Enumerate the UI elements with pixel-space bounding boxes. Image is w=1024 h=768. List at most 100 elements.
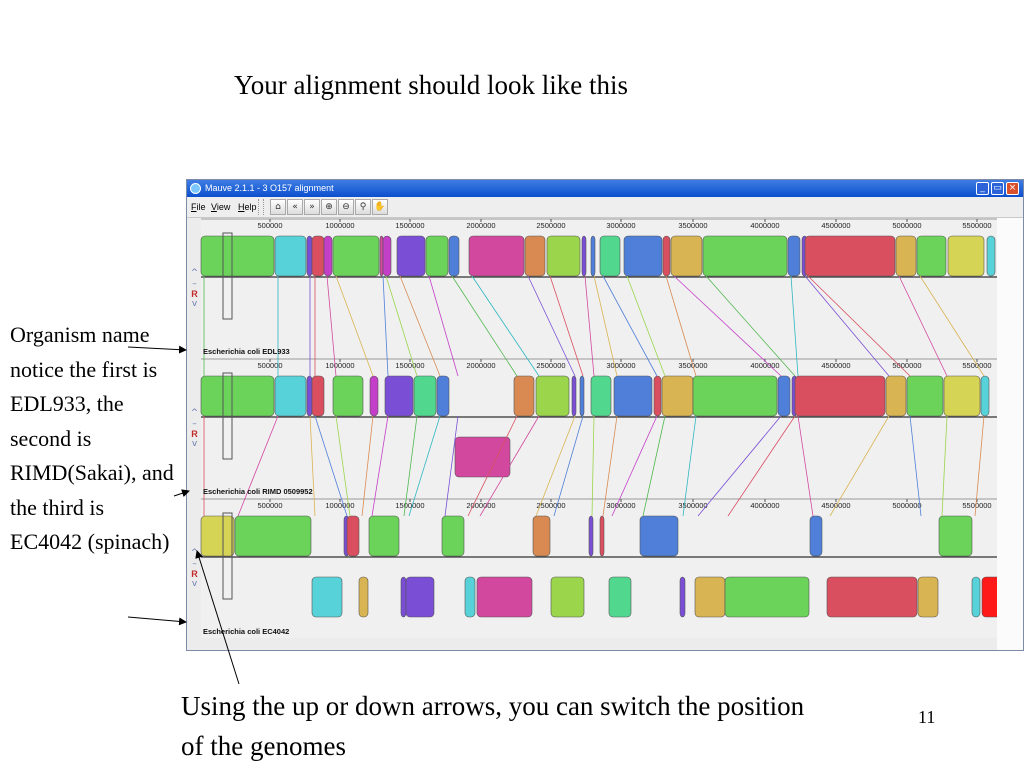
lcb-connector — [804, 275, 890, 377]
search-button[interactable]: ⚲ — [355, 199, 371, 215]
window-titlebar[interactable]: Mauve 2.1.1 - 3 O157 alignment _ ▭ × — [187, 180, 1023, 197]
lcb-block — [947, 235, 985, 277]
lcb-connector — [602, 415, 618, 517]
track-1-hide-button[interactable]: – — [192, 279, 197, 289]
menu-view[interactable]: View — [211, 202, 231, 212]
lcb-connector — [829, 415, 890, 517]
menu-help[interactable]: Help — [238, 202, 257, 212]
lcb-connector — [535, 415, 576, 517]
scroll-right-button[interactable]: » — [304, 199, 320, 215]
lcb-connector — [428, 275, 459, 377]
lcb-block — [425, 235, 449, 277]
lcb-block — [590, 235, 596, 277]
hand-tool-button[interactable]: ✋ — [372, 199, 388, 215]
track-1-reference-button[interactable]: R — [191, 289, 198, 299]
ruler-tick-label: 500000 — [257, 221, 282, 230]
ruler-tick-label: 3500000 — [678, 221, 707, 230]
back-icon: « — [292, 202, 298, 212]
maximize-button[interactable]: ▭ — [991, 182, 1004, 195]
lcb-connector — [727, 415, 796, 517]
lcb-connector — [403, 415, 418, 517]
lcb-block — [358, 576, 369, 618]
lcb-block — [369, 375, 379, 417]
lcb-block — [464, 576, 476, 618]
lcb-block — [943, 375, 981, 417]
lcb-block — [895, 235, 917, 277]
lcb-block — [809, 515, 823, 557]
lcb-block — [382, 235, 392, 277]
ruler-tick-label: 500000 — [257, 361, 282, 370]
lcb-connector — [335, 415, 351, 517]
lcb-block — [405, 576, 435, 618]
lcb-connector — [665, 275, 697, 377]
lcb-block — [639, 515, 679, 557]
lcb-connector — [408, 415, 441, 517]
lcb-connector — [326, 275, 337, 377]
arrow-to-track-3-name — [127, 616, 187, 626]
ruler-tick-label: 2000000 — [466, 501, 495, 510]
lcb-block — [532, 515, 551, 557]
lcb-block — [794, 375, 886, 417]
ruler-tick-label: 2500000 — [536, 221, 565, 230]
lcb-connector — [361, 415, 374, 517]
organism-name-note: Organism name notice the first is EDL933… — [10, 322, 174, 554]
lcb-block — [524, 235, 546, 277]
lcb-connector — [553, 415, 584, 517]
zoom-out-button[interactable]: ⊖ — [338, 199, 354, 215]
toolbar-grip — [258, 199, 264, 215]
home-button[interactable]: ⌂ — [270, 199, 286, 215]
lcb-block — [200, 515, 235, 557]
scroll-left-button[interactable]: « — [287, 199, 303, 215]
ruler-tick-label: 4000000 — [750, 361, 779, 370]
track-3-reference-button[interactable]: R — [191, 569, 198, 579]
ruler-tick-label: 1500000 — [395, 221, 424, 230]
zoom-in-button[interactable]: ⊕ — [321, 199, 337, 215]
arrow-instruction-note: Using the up or down arrows, you can swi… — [181, 691, 805, 761]
window-title: Mauve 2.1.1 - 3 O157 alignment — [205, 183, 334, 193]
close-button[interactable]: × — [1006, 182, 1019, 195]
minimize-button[interactable]: _ — [976, 182, 989, 195]
lcb-block — [599, 515, 605, 557]
track-3-hide-button[interactable]: – — [192, 559, 197, 569]
lcb-connector — [898, 275, 948, 377]
lcb-connector — [479, 415, 540, 517]
track-2-move-down-button[interactable]: v — [191, 439, 198, 449]
ruler-tick-label: 500000 — [257, 501, 282, 510]
lcb-connector — [444, 415, 459, 517]
ruler-tick-label: 1000000 — [325, 361, 354, 370]
lcb-block — [724, 576, 810, 618]
lcb-block — [306, 375, 313, 417]
lcb-block — [571, 375, 577, 417]
track-1-move-up-button[interactable]: ^ — [190, 268, 199, 278]
track-2-move-up-button[interactable]: ^ — [190, 408, 199, 418]
track-2-reference-button[interactable]: R — [191, 429, 198, 439]
track-name-label: Escherichia coli RIMD 0509952 — [203, 487, 313, 496]
lcb-block — [588, 515, 594, 557]
track-1-move-down-button[interactable]: v — [191, 299, 198, 309]
lcb-connector — [584, 275, 595, 377]
lcb-block — [608, 576, 632, 618]
lcb-connector — [919, 275, 985, 377]
lcb-connector — [591, 415, 595, 517]
menu-file[interactable]: File — [191, 202, 206, 212]
lcb-block — [311, 576, 343, 618]
lcb-block — [971, 576, 981, 618]
mauve-app-icon — [190, 183, 201, 194]
lcb-block — [379, 235, 384, 277]
lcb-block — [311, 235, 325, 277]
lcb-connector — [602, 275, 658, 377]
lcb-connector — [237, 415, 279, 517]
lcb-connector — [697, 415, 782, 517]
track-3-move-up-button[interactable]: ^ — [190, 548, 199, 558]
lcb-connector — [974, 415, 985, 517]
ruler-tick-label: 2500000 — [536, 361, 565, 370]
lcb-block — [311, 375, 325, 417]
lcb-block — [938, 515, 973, 557]
lcb-connector — [382, 275, 389, 377]
track-2-hide-button[interactable]: – — [192, 419, 197, 429]
lcb-block — [804, 235, 896, 277]
track-3-move-down-button[interactable]: v — [191, 579, 198, 589]
lcb-block — [579, 375, 585, 417]
lcb-block — [323, 235, 333, 277]
